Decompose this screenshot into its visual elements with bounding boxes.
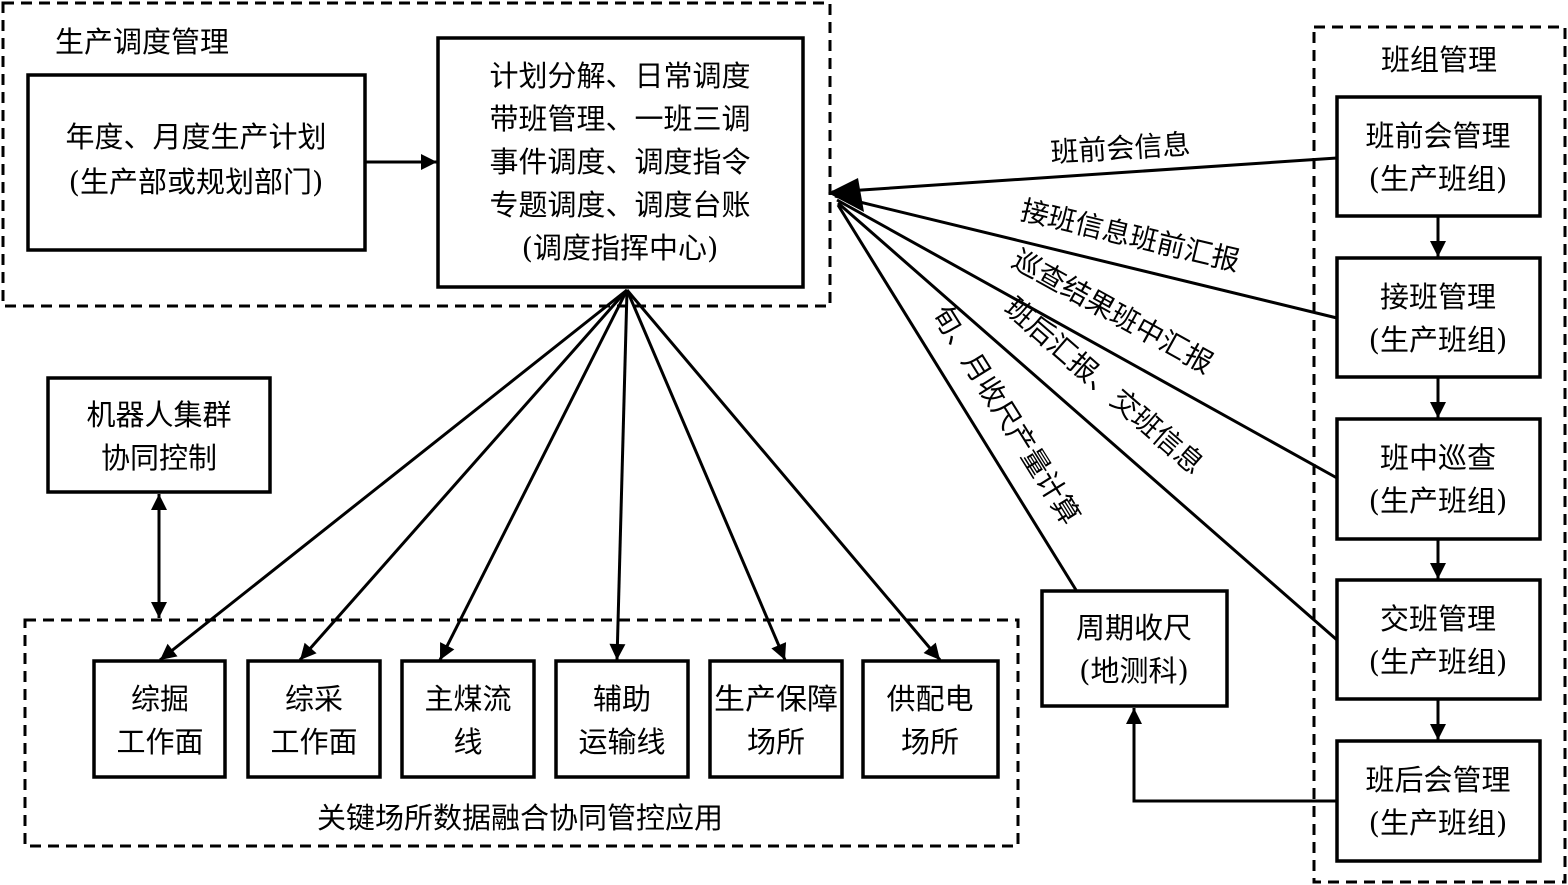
team-management-group	[1312, 25, 1567, 884]
pre-shift-meeting-box	[1335, 95, 1542, 218]
annual-plan-node[interactable]: 年度、月度生产计划 (生产部或规划部门)	[26, 73, 367, 252]
site-node-1[interactable]: 综掘 工作面	[92, 659, 227, 779]
site-box-4	[554, 659, 690, 779]
site-3-line-2: 线	[453, 725, 482, 759]
dispatch-center-line-3: 事件调度、调度指令	[489, 145, 750, 179]
annual-plan-box	[26, 73, 367, 252]
site-node-6[interactable]: 供配电 场所	[861, 659, 1000, 779]
team-to-dispatch-edges	[828, 156, 1338, 642]
edge-handover-to-dispatch	[837, 201, 1338, 642]
edge-dispatch-to-site-5	[625, 289, 787, 661]
edge-patrol-to-dispatch	[836, 198, 1338, 480]
post-shift-meeting-line-2: (生产班组)	[1369, 806, 1508, 840]
periodic-measurement-box	[1040, 589, 1229, 708]
edge-measurement-to-dispatch	[836, 204, 1078, 591]
shift-handover-line-1: 交班管理	[1380, 602, 1496, 636]
pre-shift-meeting-line-2: (生产班组)	[1369, 162, 1508, 196]
site-node-3[interactable]: 主煤流 线	[400, 659, 536, 779]
edge-dispatch-to-site-4	[609, 289, 629, 661]
robot-cluster-line-2: 协同控制	[101, 441, 217, 475]
robot-cluster-node[interactable]: 机器人集群 协同控制	[46, 376, 272, 494]
site-node-2[interactable]: 综采 工作面	[246, 659, 382, 779]
site-5-line-1: 生产保障	[714, 682, 838, 716]
site-3-line-1: 主煤流	[424, 682, 511, 716]
mid-shift-patrol-box	[1335, 417, 1542, 541]
dispatch-center-line-4: 专题调度、调度台账	[489, 188, 750, 222]
shift-takeover-line-1: 接班管理	[1380, 280, 1496, 314]
converging-arrowhead	[828, 178, 864, 212]
site-box-1	[92, 659, 227, 779]
shift-handover-line-2: (生产班组)	[1369, 645, 1508, 679]
periodic-measurement-line-2: (地测科)	[1079, 654, 1189, 688]
key-sites-group	[23, 618, 1020, 848]
edge-dispatch-to-site-1	[159, 288, 628, 662]
mid-shift-patrol-line-1: 班中巡查	[1380, 441, 1496, 475]
pre-shift-meeting-node[interactable]: 班前会管理 (生产班组)	[1335, 95, 1542, 218]
dispatch-to-sites-edges	[159, 288, 942, 662]
periodic-measurement-line-1: 周期收尺	[1076, 611, 1192, 645]
site-2-line-1: 综采	[285, 682, 343, 716]
site-6-line-2: 场所	[901, 725, 959, 759]
dispatch-center-line-5: (调度指挥中心)	[522, 231, 719, 265]
robot-cluster-box	[46, 376, 272, 494]
site-5-line-2: 场所	[747, 725, 805, 759]
production-dispatch-group-label: 生产调度管理	[55, 25, 229, 59]
site-node-4[interactable]: 辅助 运输线	[554, 659, 690, 779]
site-4-line-2: 运输线	[578, 725, 665, 759]
dispatch-center-node[interactable]: 计划分解、日常调度 带班管理、一班三调 事件调度、调度指令 专题调度、调度台账 …	[436, 36, 805, 289]
site-6-line-1: 供配电	[886, 682, 973, 716]
site-box-3	[400, 659, 536, 779]
edge-pre-shift-to-dispatch	[831, 156, 1338, 194]
edge-dispatch-to-site-6	[625, 289, 942, 661]
annual-plan-line-1: 年度、月度生产计划	[65, 120, 326, 154]
annual-plan-line-2: (生产部或规划部门)	[69, 165, 324, 199]
robot-cluster-line-1: 机器人集群	[86, 398, 231, 432]
shift-takeover-box	[1335, 256, 1542, 379]
site-box-6	[861, 659, 1000, 779]
mid-shift-patrol-node[interactable]: 班中巡查 (生产班组)	[1335, 417, 1542, 541]
dispatch-center-line-2: 带班管理、一班三调	[489, 102, 750, 136]
site-2-line-2: 工作面	[270, 725, 357, 759]
edge-label-pre-shift-info: 班前会信息	[1050, 128, 1192, 169]
shift-takeover-line-2: (生产班组)	[1369, 323, 1508, 357]
edge-post-shift-to-measurement	[1126, 708, 1337, 803]
pre-shift-meeting-line-1: 班前会管理	[1365, 119, 1510, 153]
periodic-measurement-node[interactable]: 周期收尺 (地测科)	[1040, 589, 1229, 708]
edge-takeover-to-dispatch	[834, 194, 1338, 320]
key-sites-group-label: 关键场所数据融合协同管控应用	[317, 801, 723, 835]
dispatch-center-box	[436, 36, 805, 289]
site-box-2	[246, 659, 382, 779]
post-shift-meeting-node[interactable]: 班后会管理 (生产班组)	[1335, 739, 1542, 863]
edge-dispatch-to-site-3	[438, 289, 629, 661]
shift-handover-box	[1335, 578, 1542, 701]
dispatch-center-line-1: 计划分解、日常调度	[489, 59, 750, 93]
site-node-5[interactable]: 生产保障 场所	[708, 659, 844, 779]
site-box-5	[708, 659, 844, 779]
edge-dispatch-to-site-2	[298, 289, 629, 661]
production-dispatch-group	[1, 1, 832, 308]
shift-handover-node[interactable]: 交班管理 (生产班组)	[1335, 578, 1542, 701]
mid-shift-patrol-line-2: (生产班组)	[1369, 484, 1508, 518]
site-4-line-1: 辅助	[593, 682, 651, 716]
post-shift-meeting-line-1: 班后会管理	[1365, 763, 1510, 797]
site-1-line-1: 综掘	[131, 682, 189, 716]
shift-takeover-node[interactable]: 接班管理 (生产班组)	[1335, 256, 1542, 379]
post-shift-meeting-box	[1335, 739, 1542, 863]
site-1-line-2: 工作面	[116, 725, 203, 759]
team-management-group-label: 班组管理	[1381, 43, 1497, 77]
